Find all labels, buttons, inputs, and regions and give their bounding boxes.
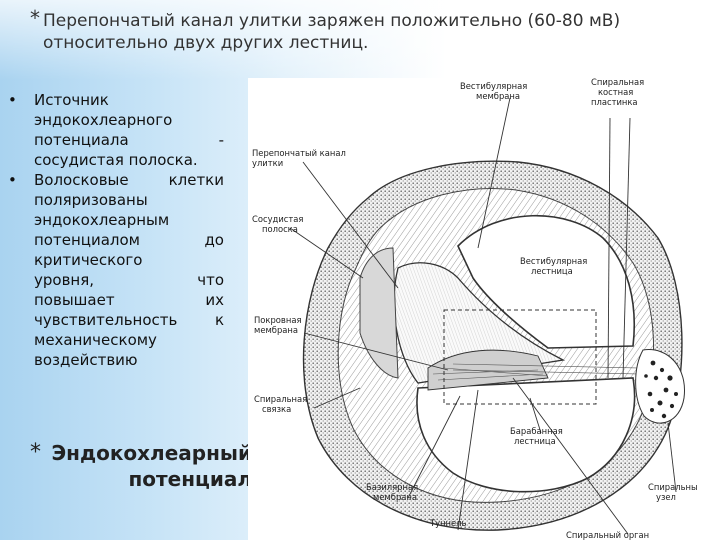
heading-line-2: потенциал bbox=[128, 467, 252, 491]
bullet-word: потенциалом bbox=[34, 231, 140, 249]
figure-label-line: полоска bbox=[262, 224, 298, 234]
label-spiral-ligament: Спиральная bbox=[254, 394, 307, 404]
bullet-line: эндокохлеарного bbox=[34, 110, 224, 130]
organ-of-corti bbox=[427, 349, 549, 391]
label-organ-of-corti: Спиральный орган bbox=[566, 530, 649, 540]
bullet-item: • Волосковые клетки поляризованы эндокохлеар… bbox=[8, 170, 224, 370]
figure-label-line: костная bbox=[598, 87, 633, 97]
bullet-word: эндокохлеарным bbox=[34, 211, 170, 229]
figure-label-line: узел bbox=[656, 492, 676, 502]
background-top-fade bbox=[0, 0, 720, 80]
heading-star-marker: * bbox=[30, 440, 41, 465]
label-scala-tympani: Барабанная bbox=[510, 426, 563, 436]
label-spiral-lamina: Спиральная bbox=[591, 78, 644, 87]
bullet-word: Источник bbox=[34, 91, 109, 109]
corti-fibers bbox=[432, 363, 639, 381]
bullet-line: повышает их bbox=[34, 290, 224, 310]
bullet-word: - bbox=[218, 131, 224, 149]
bullet-word: потенциала bbox=[34, 131, 129, 149]
bullet-word: критического bbox=[34, 251, 143, 269]
label-scala-vestibuli: Вестибулярная bbox=[520, 256, 587, 266]
heading-line-1: Эндокохлеарный bbox=[51, 441, 252, 465]
bullet-word: что bbox=[197, 271, 224, 289]
cochlea-cross-section-figure: Вестибулярная мембрана Спиральная костна… bbox=[248, 78, 698, 540]
bullet-line: эндокохлеарным bbox=[34, 210, 224, 230]
bullet-line: критического bbox=[34, 250, 224, 270]
bullet-word: эндокохлеарного bbox=[34, 111, 173, 129]
bullet-word: их bbox=[205, 291, 224, 309]
cochlea-drawing: Вестибулярная мембрана Спиральная костна… bbox=[252, 78, 698, 540]
figure-label-line: улитки bbox=[252, 158, 283, 168]
figure-label-line: мембрана bbox=[476, 91, 520, 101]
figure-label-line: мембрана bbox=[254, 325, 298, 335]
bullet-word: чувствительность bbox=[34, 311, 178, 329]
bullet-line: Волосковые клетки bbox=[34, 170, 224, 190]
figure-label-line: мембрана bbox=[373, 492, 417, 502]
label-tunnel: Туннель bbox=[429, 518, 467, 528]
bullet-word: поляризованы bbox=[34, 191, 148, 209]
bullet-line: Источник bbox=[34, 90, 224, 110]
bullet-line: уровня, что bbox=[34, 270, 224, 290]
bullet-word: уровня, bbox=[34, 271, 95, 289]
bullet-line: чувствительность к bbox=[34, 310, 224, 330]
scala-vestibuli-cavity bbox=[457, 214, 636, 349]
bullet-line: воздействию bbox=[34, 350, 224, 370]
bullet-line: сосудистая полоска. bbox=[34, 150, 224, 170]
label-basilar-membrane: Базилярная bbox=[366, 482, 418, 492]
bullet-item: • Источник эндокохлеарного потенциала - сосуд… bbox=[8, 90, 224, 170]
bullet-word: до bbox=[204, 231, 224, 249]
bullet-word: клетки bbox=[168, 171, 224, 189]
bullet-line: поляризованы bbox=[34, 190, 224, 210]
bullet-word: воздействию bbox=[34, 351, 138, 369]
bullet-line: механическому bbox=[34, 330, 224, 350]
figure-label-line: лестница bbox=[531, 266, 573, 276]
bullet-marker: • bbox=[8, 171, 17, 189]
ganglion-dots bbox=[644, 360, 678, 419]
title-line-1: Перепончатый канал улитки заряжен положи… bbox=[43, 11, 621, 31]
figure-label-line: лестница bbox=[514, 436, 556, 446]
bullet-word: к bbox=[214, 311, 224, 329]
detail-dashed-box bbox=[443, 309, 597, 405]
figure-label-line: пластинка bbox=[591, 97, 638, 107]
title-star-marker: * bbox=[30, 6, 40, 30]
figure-label-line: связка bbox=[262, 404, 291, 414]
bullet-line: потенциалом до bbox=[34, 230, 224, 250]
bullet-word: механическому bbox=[34, 331, 157, 349]
label-vestibular-membrane: Вестибулярная bbox=[460, 81, 527, 91]
label-tectorial-membrane: Покровная bbox=[254, 315, 302, 325]
label-spiral-ganglion: Спиральный bbox=[648, 482, 698, 492]
scala-tympani-cavity bbox=[416, 377, 636, 493]
bullet-word: сосудистая полоска. bbox=[34, 151, 198, 169]
title-line-2: относительно двух других лестниц. bbox=[43, 33, 369, 53]
label-leaders bbox=[289, 97, 677, 535]
stria-vascularis bbox=[359, 247, 399, 379]
bullet-line: потенциала - bbox=[34, 130, 224, 150]
bullet-word: повышает bbox=[34, 291, 115, 309]
bullet-marker: • bbox=[8, 91, 17, 109]
bullet-word: Волосковые bbox=[34, 171, 129, 189]
label-stria-vascularis: Сосудистая bbox=[252, 214, 303, 224]
bullet-list: • Источник эндокохлеарного потенциала - сосуд… bbox=[8, 90, 224, 370]
section-heading: * Эндокохлеарный потенциал bbox=[30, 440, 252, 492]
slide-title: * Перепончатый канал улитки заряжен поло… bbox=[30, 6, 710, 54]
label-membranous-canal: Перепончатый канал bbox=[252, 148, 346, 158]
